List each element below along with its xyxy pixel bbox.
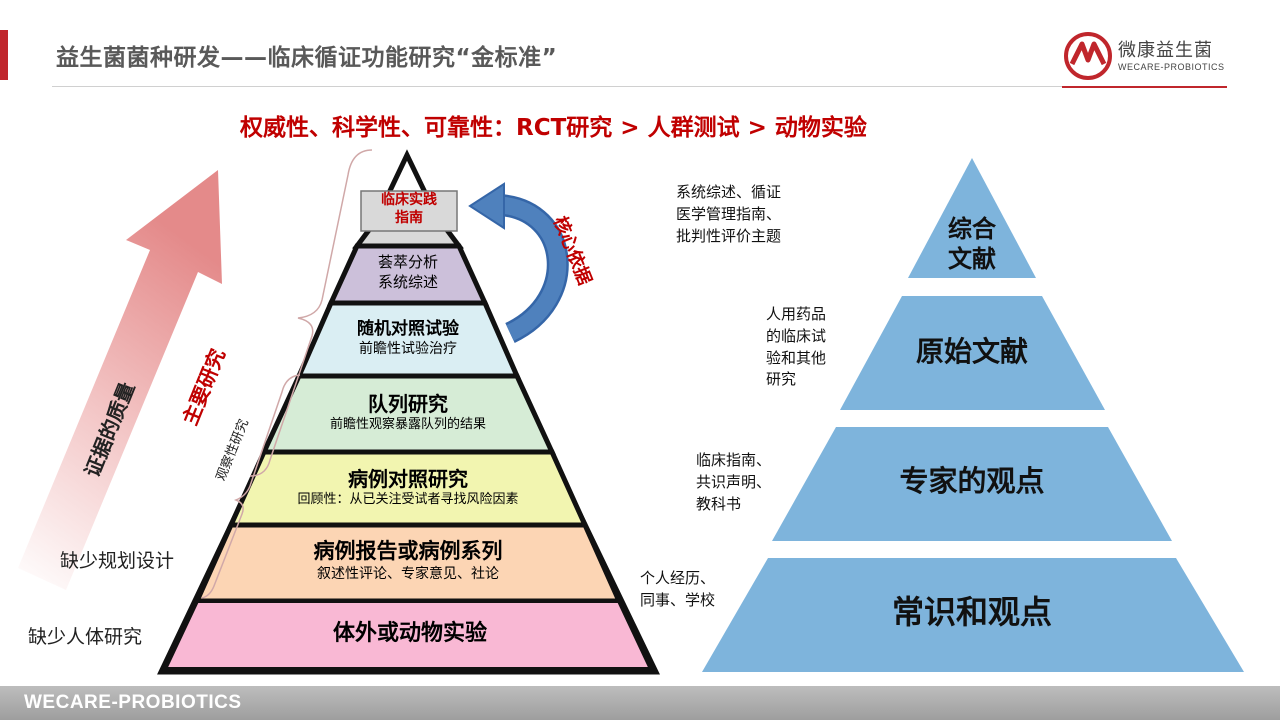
level-case-report: 病例报告或病例系列 叙述性评论、专家意见、社论 — [214, 538, 602, 583]
footer-bar — [0, 686, 1280, 720]
level-case-control: 病例对照研究 回顾性：从已关注受试者寻找风险因素 — [246, 466, 570, 509]
footer-brand: WECARE-PROBIOTICS — [24, 692, 242, 713]
lack-planning-label: 缺少规划设计 — [60, 550, 175, 572]
right-level-expert: 专家的观点 — [822, 463, 1122, 499]
guideline-box — [360, 190, 458, 232]
right-pyramid-level-1 — [908, 158, 1036, 278]
level-guideline-title: 临床实践 — [381, 192, 437, 208]
note-original: 人用药品 的临床试 验和其他 研究 — [766, 305, 827, 389]
logo-chinese-name: 微康益生菌 — [1118, 40, 1213, 61]
evidence-quality-arrow — [18, 170, 222, 590]
lack-human-label: 缺少人体研究 — [28, 626, 143, 648]
level-meta-analysis: 荟萃分析 系统综述 — [340, 253, 476, 292]
level-rct-title: 随机对照试验 — [357, 319, 459, 339]
right-level-common: 常识和观点 — [772, 592, 1172, 632]
right-pyramid-level-4 — [702, 558, 1244, 672]
level-in-vitro: 体外或动物实验 — [200, 620, 620, 649]
right-level-original: 原始文献 — [872, 334, 1072, 369]
level-case-report-subtitle: 叙述性评论、专家意见、社论 — [317, 566, 499, 583]
level-guideline: 临床实践 指南 — [361, 192, 457, 227]
right-level-synthesis: 综合 文献 — [912, 214, 1032, 274]
core-basis-arrow-inner — [498, 196, 567, 341]
logo-english-name: WECARE-PROBIOTICS — [1118, 62, 1225, 72]
level-guideline-subtitle: 指南 — [395, 209, 423, 226]
right-level-synthesis-title: 综合 — [948, 215, 996, 243]
note-common: 个人经历、 同事、学校 — [640, 569, 716, 609]
headline: 权威性、科学性、可靠性：RCT研究 > 人群测试 > 动物实验 — [240, 115, 867, 141]
right-level-original-title: 原始文献 — [915, 335, 1028, 368]
page-title: 益生菌菌种研发——临床循证功能研究“金标准” — [56, 45, 558, 71]
right-level-expert-title: 专家的观点 — [899, 464, 1045, 498]
note-synthesis: 系统综述、循证 医学管理指南、 批判性评价主题 — [676, 183, 782, 245]
company-logo: 微康益生菌 WECARE-PROBIOTICS — [1062, 30, 1227, 86]
level-rct-subtitle: 前瞻性试验治疗 — [359, 341, 457, 358]
title-divider — [52, 86, 1227, 87]
core-basis-arrowhead — [468, 182, 505, 230]
right-level-common-title: 常识和观点 — [891, 593, 1052, 631]
right-pyramid-level-3 — [772, 427, 1172, 541]
right-level-synthesis-subtitle: 文献 — [948, 245, 996, 273]
note-expert: 临床指南、 共识声明、 教科书 — [696, 451, 772, 513]
level-rct: 随机对照试验 前瞻性试验治疗 — [320, 318, 496, 358]
level-cohort: 队列研究 前瞻性观察暴露队列的结果 — [282, 391, 534, 434]
level-cohort-subtitle: 前瞻性观察暴露队列的结果 — [329, 417, 486, 432]
level-in-vitro-title: 体外或动物实验 — [332, 621, 487, 646]
level-case-control-subtitle: 回顾性：从已关注受试者寻找风险因素 — [297, 492, 519, 507]
level-case-control-title: 病例对照研究 — [348, 467, 468, 491]
level-cohort-title: 队列研究 — [368, 392, 448, 416]
main-research-brace — [249, 149, 373, 477]
level-meta-analysis-subtitle: 系统综述 — [377, 272, 438, 291]
logo-underline — [1062, 86, 1227, 88]
logo-mark-icon — [1064, 32, 1112, 80]
level-case-report-title: 病例报告或病例系列 — [313, 539, 503, 563]
observational-brace — [201, 374, 301, 599]
right-pyramid-level-2 — [840, 296, 1105, 410]
level-in-vitro-shape — [161, 599, 655, 671]
title-accent-bar — [0, 30, 8, 80]
level-meta-analysis-title: 荟萃分析 — [377, 253, 438, 271]
